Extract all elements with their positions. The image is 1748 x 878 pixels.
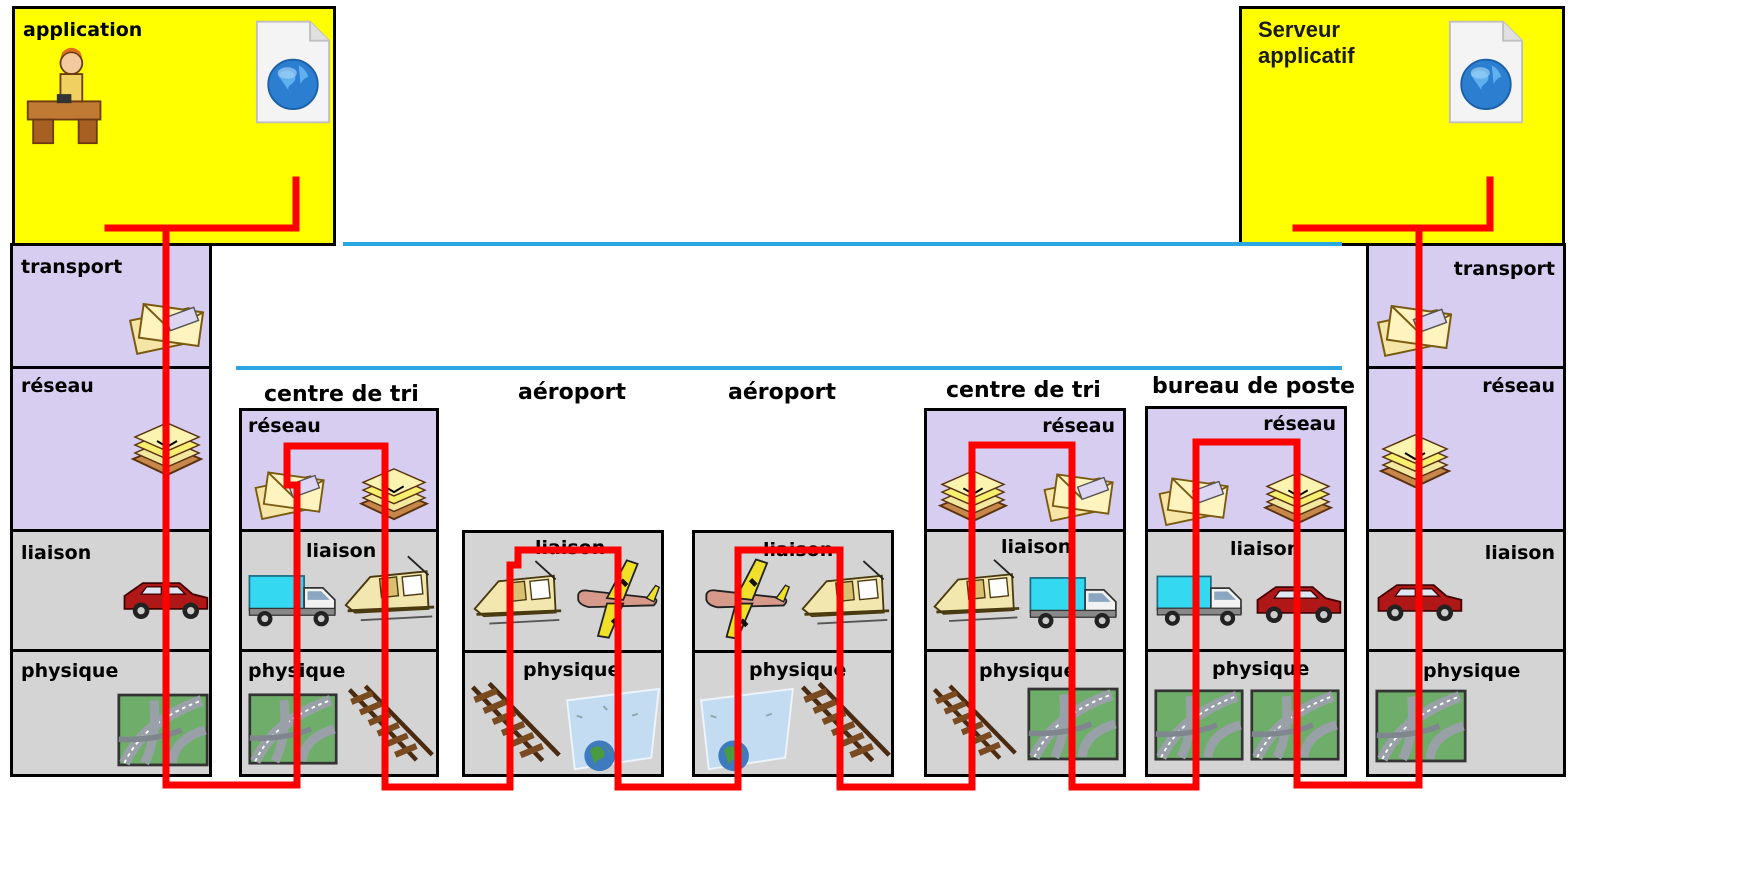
data-path xyxy=(108,180,1490,787)
